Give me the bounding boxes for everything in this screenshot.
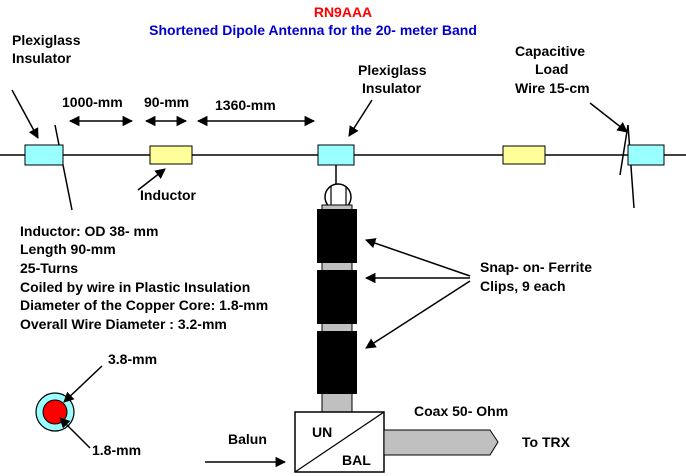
label-coax-outer: 3.8-mm: [108, 351, 157, 367]
inductor-left: [149, 145, 193, 165]
subtitle: Shortened Dipole Antenna for the 20- met…: [149, 22, 477, 38]
ferrite-clip-bottom: [317, 331, 357, 394]
label-dim-90: 90-mm: [144, 94, 189, 110]
arrow-coax-outer: [63, 365, 103, 403]
arrow-capacitive: [589, 102, 628, 133]
label-coax-inner: 1.8-mm: [92, 442, 141, 458]
label-ferrite-1: Snap- on- Ferrite: [480, 259, 592, 275]
inductor-spec-line: 25-Turns: [20, 260, 78, 276]
callsign: RN9AAA: [314, 4, 372, 20]
label-capacitive-2: Load: [535, 61, 568, 77]
label-coax: Coax 50- Ohm: [414, 403, 508, 419]
inductor-spec-line: Inductor: OD 38- mm: [20, 223, 158, 239]
arrow-inductor: [137, 168, 166, 191]
label-ferrite-2: Clips, 9 each: [480, 278, 566, 294]
inductor-spec-line: Diameter of the Copper Core: 1.8-mm: [20, 297, 268, 313]
label-dim-1000: 1000-mm: [62, 94, 123, 110]
inductor-spec-line: Length 90-mm: [20, 241, 116, 257]
capacitive-load-right-b: [619, 124, 629, 176]
label-inductor: Inductor: [140, 187, 197, 203]
insulator-center: [317, 144, 355, 166]
label-balun: Balun: [228, 431, 267, 447]
inductor-spec-line: Overall Wire Diameter : 3.2-mm: [20, 316, 227, 332]
insulator-left: [24, 144, 64, 166]
inductor-right: [502, 145, 546, 165]
label-to-trx: To TRX: [522, 434, 571, 450]
balun-bal-label: BAL: [342, 452, 371, 468]
label-plexiglass-left-2: Insulator: [12, 50, 72, 66]
label-dim-1360: 1360-mm: [215, 97, 276, 113]
arrow-plexiglass-center: [348, 99, 373, 137]
label-plexiglass-center-1: Plexiglass: [358, 62, 427, 78]
balun-un-label: UN: [312, 424, 332, 440]
arrow-plexiglass-left: [11, 89, 39, 139]
inductor-spec-line: Coiled by wire in Plastic Insulation: [20, 279, 250, 295]
label-plexiglass-center-2: Insulator: [362, 80, 422, 96]
coax-horizontal: [383, 429, 499, 456]
label-plexiglass-left-1: Plexiglass: [12, 32, 81, 48]
ferrite-clip-top: [317, 209, 357, 263]
capacitive-load-right: [627, 124, 635, 209]
balun-diagonal: [294, 411, 385, 473]
label-capacitive-1: Capacitive: [515, 43, 585, 59]
arrow-ferrite-bottom: [365, 280, 471, 349]
arrow-ferrite-top: [365, 238, 471, 277]
label-capacitive-3: Wire 15-cm: [515, 80, 590, 96]
insulator-right: [627, 144, 665, 166]
capacitive-load-left: [54, 124, 73, 211]
arrow-coax-inner: [59, 417, 91, 449]
ferrite-clip-middle: [317, 270, 357, 324]
